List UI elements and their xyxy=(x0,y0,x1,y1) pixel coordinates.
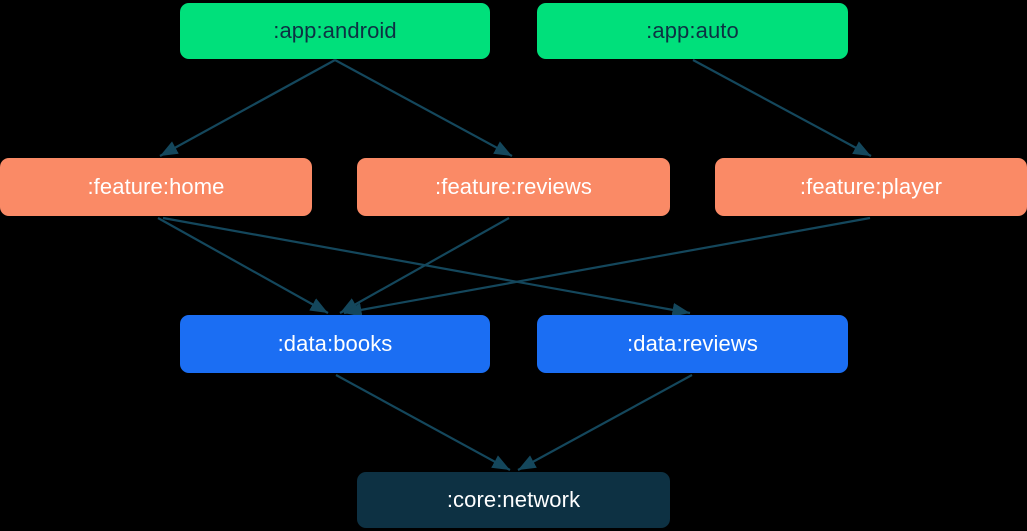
graph-node-feature-reviews[interactable]: :feature:reviews xyxy=(357,158,670,216)
graph-node-label-data-books: :data:books xyxy=(277,331,393,356)
graph-edge-data-reviews-to-core-network xyxy=(517,374,693,471)
graph-node-label-core-network: :core:network xyxy=(446,487,581,512)
graph-edge-feature-player-to-data-books xyxy=(343,216,871,317)
graph-edges xyxy=(157,59,872,471)
graph-edge-feature-reviews-to-data-books xyxy=(339,217,510,314)
graph-node-core-network[interactable]: :core:network xyxy=(357,472,670,528)
graph-node-app-auto[interactable]: :app:auto xyxy=(537,3,848,59)
graph-node-feature-player[interactable]: :feature:player xyxy=(715,158,1027,216)
graph-node-label-app-android: :app:android xyxy=(273,18,397,43)
graph-edge-app-auto-to-feature-player xyxy=(692,59,872,157)
graph-node-label-app-auto: :app:auto xyxy=(646,18,739,43)
graph-node-label-feature-reviews: :feature:reviews xyxy=(435,174,592,199)
graph-edge-app-android-to-feature-home xyxy=(159,59,336,157)
graph-node-data-books[interactable]: :data:books xyxy=(180,315,490,373)
graph-node-label-feature-home: :feature:home xyxy=(87,174,225,199)
graph-node-feature-home[interactable]: :feature:home xyxy=(0,158,312,216)
graph-node-data-reviews[interactable]: :data:reviews xyxy=(537,315,848,373)
graph-edge-feature-home-to-data-reviews xyxy=(162,216,691,317)
graph-node-label-feature-player: :feature:player xyxy=(799,174,943,199)
graph-edge-feature-home-to-data-books xyxy=(157,217,329,314)
graph-node-label-data-reviews: :data:reviews xyxy=(627,331,758,356)
graph-node-app-android[interactable]: :app:android xyxy=(180,3,490,59)
graph-edge-data-books-to-core-network xyxy=(335,374,511,471)
graph-edge-app-android-to-feature-reviews xyxy=(334,59,513,157)
